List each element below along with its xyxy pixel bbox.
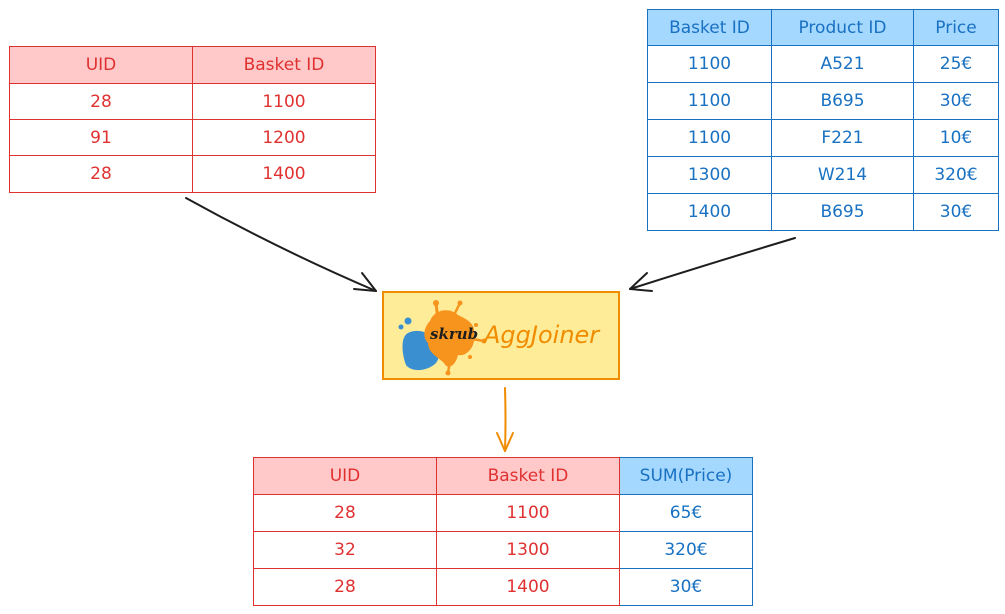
table-cell: 10€	[913, 119, 999, 157]
table-cell: 1400	[647, 193, 772, 231]
right-input-table: Basket ID Product ID Price 1100 A521 25€…	[647, 9, 999, 231]
table-row: 32 1300 320€	[253, 531, 753, 569]
table-row: 1100 B695 30€	[647, 82, 999, 120]
header-sum-price: SUM(Price)	[619, 457, 753, 495]
arrow-joiner-to-output	[496, 387, 514, 452]
table-cell: 28	[253, 494, 437, 532]
table-cell: 28	[9, 155, 193, 193]
table-cell: 30€	[913, 193, 999, 231]
output-table: UID Basket ID SUM(Price) 28 1100 65€ 32 …	[253, 457, 753, 606]
table-cell: 28	[9, 83, 193, 120]
table-cell: 32	[253, 531, 437, 569]
table-cell: 30€	[619, 568, 753, 606]
arrow-left-to-joiner	[185, 197, 377, 292]
table-row: 28 1100 65€	[253, 494, 753, 532]
table-cell: B695	[771, 193, 914, 231]
table-row: 91 1200	[9, 119, 376, 156]
skrub-splash-logo-icon: skrub	[398, 300, 487, 376]
header-uid: UID	[253, 457, 437, 495]
table-cell: 1100	[436, 494, 620, 532]
table-cell: 1300	[647, 156, 772, 194]
aggjoiner-label: AggJoiner	[484, 321, 600, 349]
table-row: 1100 A521 25€	[647, 45, 999, 83]
table-cell: 65€	[619, 494, 753, 532]
table-cell: 1200	[192, 119, 376, 156]
header-basket-id: Basket ID	[647, 9, 772, 46]
table-cell: 320€	[619, 531, 753, 569]
header-price: Price	[913, 9, 999, 46]
table-row: 28 1400	[9, 155, 376, 193]
table-row: 1400 B695 30€	[647, 193, 999, 231]
table-cell: 1300	[436, 531, 620, 569]
table-cell: 1100	[647, 119, 772, 157]
left-input-table: UID Basket ID 28 1100 91 1200 28 1400	[9, 46, 376, 193]
table-row: 28 1400 30€	[253, 568, 753, 606]
table-cell: 1400	[436, 568, 620, 606]
header-basket-id: Basket ID	[436, 457, 620, 495]
table-cell: 1100	[647, 45, 772, 83]
header-product-id: Product ID	[771, 9, 914, 46]
table-cell: 25€	[913, 45, 999, 83]
arrow-right-to-joiner	[629, 237, 796, 292]
table-row: 28 1100	[9, 83, 376, 120]
table-cell: 1100	[192, 83, 376, 120]
table-cell: 28	[253, 568, 437, 606]
header-basket-id: Basket ID	[192, 46, 376, 84]
aggjoiner-box: skrub AggJoiner	[382, 291, 620, 380]
table-cell: B695	[771, 82, 914, 120]
skrub-logo-text: skrub	[430, 325, 478, 343]
header-uid: UID	[9, 46, 193, 84]
table-row: 1100 F221 10€	[647, 119, 999, 157]
table-cell: 1100	[647, 82, 772, 120]
table-cell: 1400	[192, 155, 376, 193]
